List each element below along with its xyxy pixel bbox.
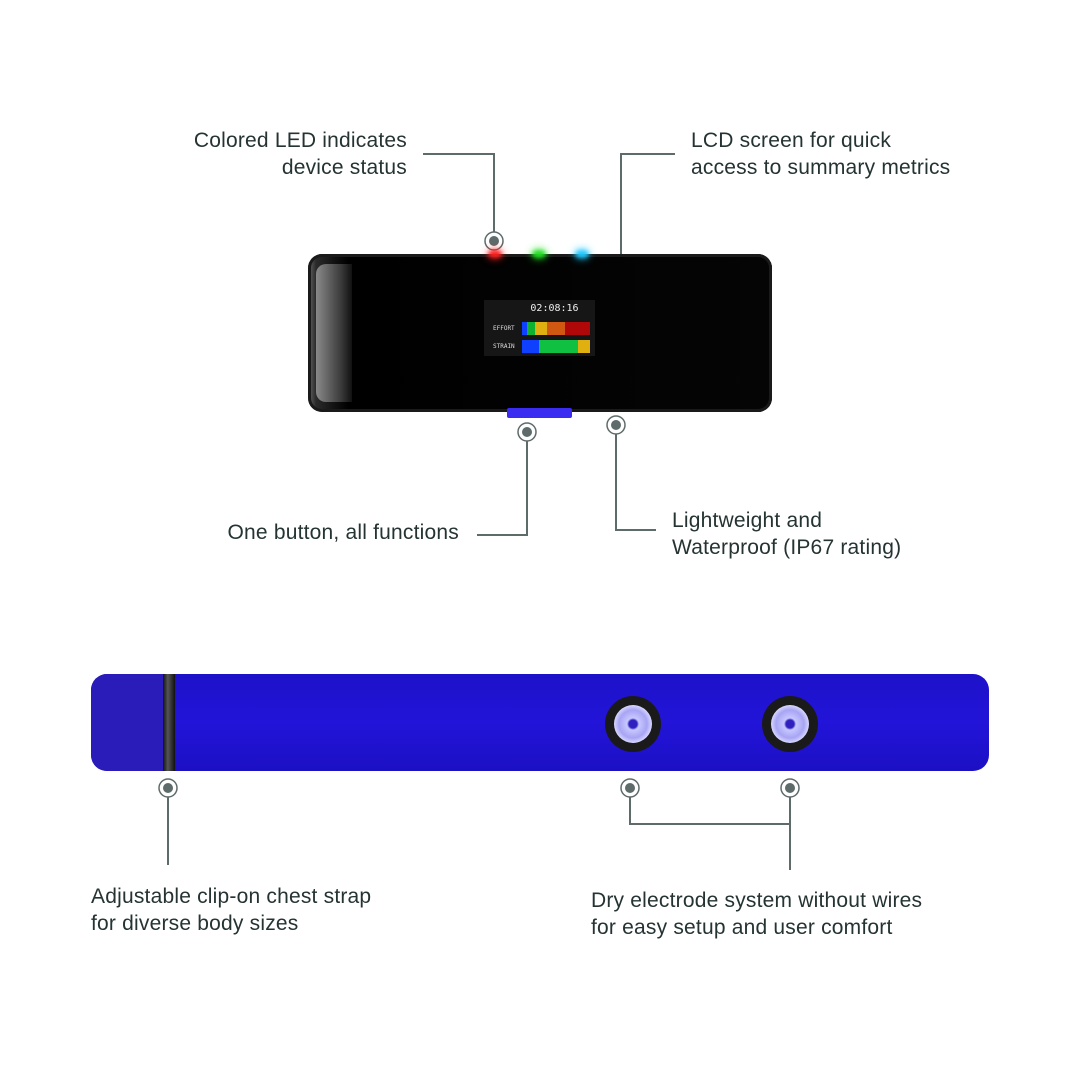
lcd-screen: 02:08:16 EFFORT STRAIN	[484, 300, 595, 356]
effort-label: EFFORT	[493, 325, 515, 332]
lcd-callout-line2: access to summary metrics	[691, 156, 951, 179]
device-button[interactable]	[507, 408, 572, 418]
strap-callout-label: Adjustable clip-on chest strap for diver…	[91, 883, 371, 937]
button-callout-line1: One button, all functions	[227, 521, 459, 544]
strain-bar	[522, 340, 590, 353]
electrode-callout-line1: Dry electrode system without wires	[591, 889, 923, 912]
lcd-leader-line	[620, 153, 675, 254]
waterproof-leader-line	[615, 434, 656, 531]
led-cyan	[575, 250, 589, 258]
strain-label: STRAIN	[493, 343, 515, 350]
strap-callout-line2: for diverse body sizes	[91, 912, 299, 935]
device-gloss	[316, 264, 352, 402]
led-callout-line1: Colored LED indicates	[193, 129, 407, 152]
waterproof-callout-line1: Lightweight and	[672, 509, 823, 532]
screen-time: 02:08:16	[530, 303, 579, 314]
chest-strap	[91, 674, 989, 771]
led-red	[488, 250, 502, 258]
electrode-right	[762, 696, 818, 752]
lcd-callout-line1: LCD screen for quick	[691, 129, 892, 152]
button-callout-label: One button, all functions	[228, 519, 459, 546]
effort-bar	[522, 322, 590, 335]
waterproof-callout-line2: Waterproof (IP67 rating)	[672, 536, 902, 559]
button-leader-line	[477, 441, 528, 536]
lcd-callout-label: LCD screen for quick access to summary m…	[691, 127, 950, 181]
led-callout-label: Colored LED indicates device status	[194, 127, 407, 181]
electrode-callout-line2: for easy setup and user comfort	[591, 916, 893, 939]
device-pod: 02:08:16 EFFORT STRAIN	[308, 250, 772, 412]
strap-callout-line1: Adjustable clip-on chest strap	[91, 885, 372, 908]
electrode-callout-label: Dry electrode system without wires for e…	[591, 887, 922, 941]
electrode-left	[605, 696, 661, 752]
strap-end	[91, 674, 163, 771]
led-leader-line	[423, 153, 495, 232]
led-green	[532, 250, 546, 258]
strap-clip	[163, 674, 175, 771]
waterproof-callout-label: Lightweight and Waterproof (IP67 rating)	[672, 507, 901, 561]
electrode-leader-line-left	[629, 797, 790, 825]
led-callout-line2: device status	[281, 156, 407, 179]
